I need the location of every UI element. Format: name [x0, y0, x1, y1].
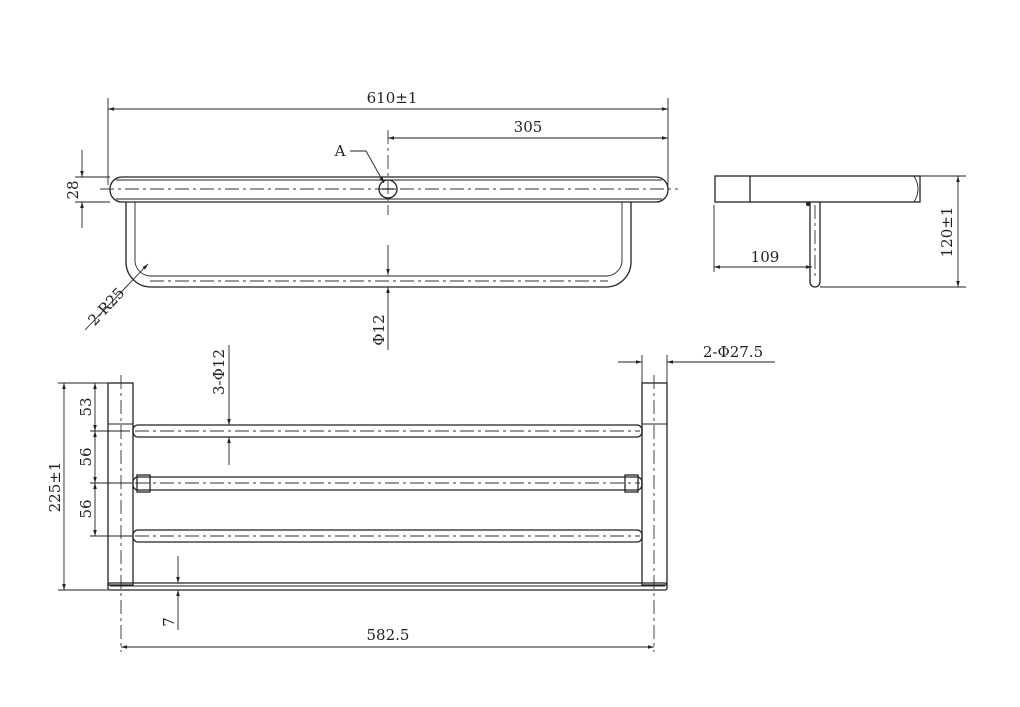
bar-middle — [132, 476, 643, 491]
shelf-bar-top — [109, 176, 669, 203]
dim-rod-diameter: Φ12 — [370, 314, 388, 345]
dim-half-width: 305 — [514, 118, 543, 136]
side-shelf — [714, 175, 921, 203]
bar-end-cap-right — [624, 474, 639, 493]
dim-height: 28 — [64, 180, 82, 199]
detail-a-label: A — [334, 142, 346, 160]
left-post — [107, 382, 134, 586]
dim-post-diameter: 2-Φ27.5 — [703, 343, 763, 361]
side-view: 109 120±1 — [713, 175, 966, 288]
dim-spacing-bottom: 56 — [77, 499, 95, 518]
dim-depth: 109 — [751, 248, 780, 266]
bar-top — [132, 424, 643, 438]
towel-rail — [125, 202, 632, 288]
top-view: 610±1 305 A 28 2-R25 Φ12 — [64, 89, 678, 350]
bar-end-cap-left — [136, 474, 151, 493]
dim-total-height-front: 225±1 — [46, 462, 64, 513]
dim-bend-radius: 2-R25 — [84, 284, 128, 329]
dim-spacing-middle: 56 — [77, 447, 95, 466]
bar-bottom — [132, 529, 643, 543]
right-post — [641, 382, 668, 586]
dim-plate-thickness: 7 — [160, 617, 178, 627]
front-view: 225±1 53 56 56 3-Φ12 2-Φ27.5 7 582.5 — [46, 343, 775, 652]
dim-spacing-top: 53 — [77, 397, 95, 416]
dim-total-height-side: 120±1 — [938, 207, 956, 258]
side-leg — [809, 202, 821, 288]
dim-center-distance: 582.5 — [367, 626, 410, 644]
dim-overall-width: 610±1 — [367, 89, 418, 107]
dim-bar-diameter: 3-Φ12 — [210, 349, 228, 395]
base-plate — [107, 582, 668, 591]
